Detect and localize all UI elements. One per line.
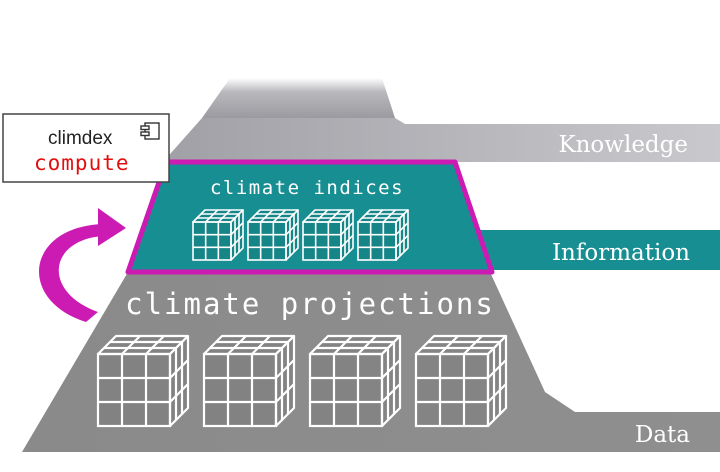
- data-label: Data: [635, 422, 690, 448]
- climdex-name: climdex: [48, 128, 113, 149]
- index-cube: [357, 209, 409, 261]
- data-pyramid-base: [22, 272, 720, 452]
- index-cube: [302, 209, 354, 261]
- projection-cube-group: [96, 334, 508, 428]
- index-cube: [192, 209, 244, 261]
- knowledge-label: Knowledge: [558, 132, 688, 158]
- projection-cube: [96, 334, 190, 428]
- index-cube-group: [192, 209, 409, 261]
- compute-arrow: [39, 208, 126, 322]
- information-label: Information: [552, 240, 690, 266]
- climdex-compute-box: climdex compute: [2, 113, 170, 183]
- index-cube: [247, 209, 299, 261]
- component-icon: [140, 122, 160, 140]
- projection-cube: [308, 334, 402, 428]
- pyramid-apex: [202, 78, 395, 118]
- projection-cube: [202, 334, 296, 428]
- information-band: [420, 230, 720, 270]
- climdex-action: compute: [34, 151, 130, 175]
- climate-indices-label: climate indices: [210, 177, 404, 199]
- projection-cube: [414, 334, 508, 428]
- knowledge-band: [163, 118, 720, 162]
- climdex-box-frame: [2, 113, 170, 183]
- climate-projections-label: climate projections: [125, 287, 495, 321]
